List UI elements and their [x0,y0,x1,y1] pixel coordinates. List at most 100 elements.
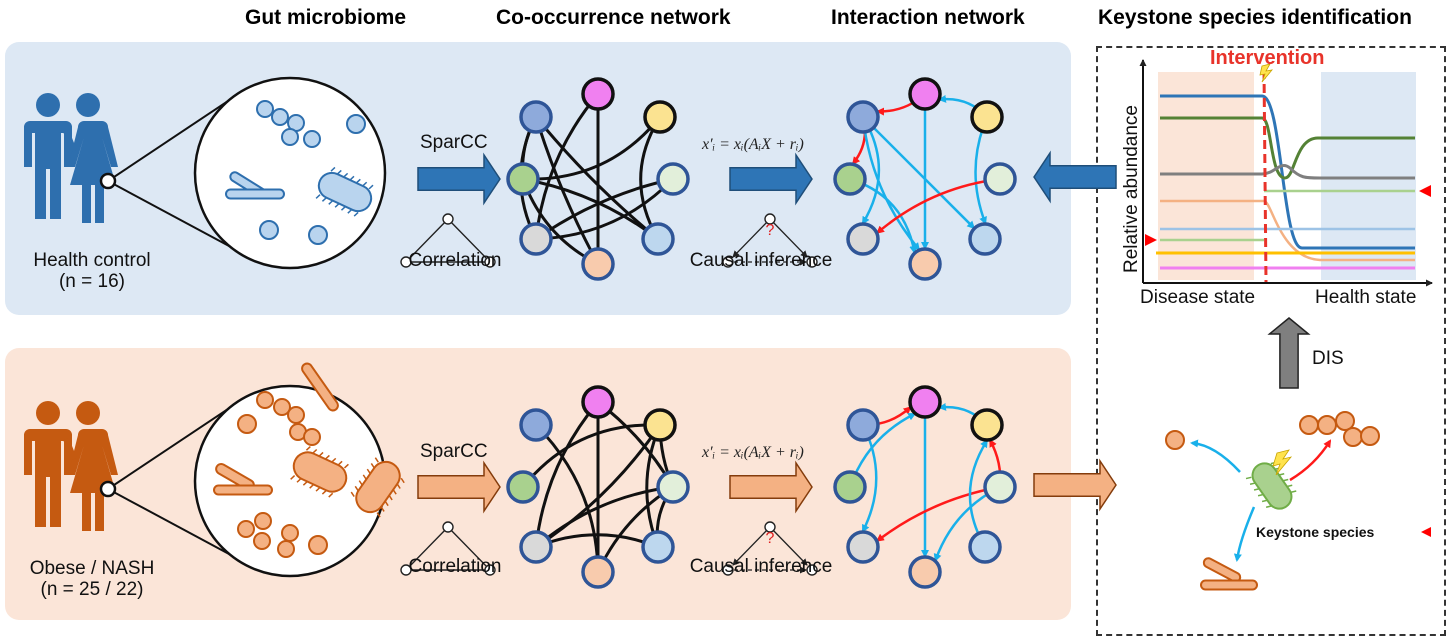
correlation-edge [534,116,659,241]
group-label-healthy: Health control (n = 16) [12,250,172,292]
keystone-bacteria [1165,411,1431,591]
rod-bacteria-icon [225,188,285,200]
rod-bacteria-icon [213,484,273,496]
species-node [983,470,1017,504]
holding-hands [63,437,77,461]
coccus-icon [1299,415,1319,435]
coccus-icon [1343,427,1363,447]
pilus [376,512,381,518]
group-name: Health control [33,250,151,271]
bacteria-body [292,451,348,493]
y-axis-label: Relative abundance [1121,105,1142,273]
pilus [374,457,379,463]
people-icon [24,401,118,531]
bacteria-body [317,171,373,213]
species-node [833,470,867,504]
arrow-up-icon [1267,317,1311,389]
species-node [519,530,553,564]
species-node [908,247,942,281]
marker-triangle-icon [1419,185,1431,197]
species-abundance-line [1160,116,1415,180]
pilus [350,491,355,497]
coccus-icon [1317,415,1337,435]
coccus-icon [237,520,255,538]
correlation-edge [535,177,675,241]
coccus-icon [253,532,271,550]
triangle-node [400,564,412,576]
rod-bacteria-icon [301,362,339,412]
arrow-right-icon [729,460,813,514]
group-sample-size: (n = 16) [58,271,125,292]
zoom-line [107,488,232,556]
correlation-edge [521,423,661,488]
x-label-disease-state: Disease state [1140,287,1256,308]
sparcc-label-disease: SparCC [420,441,488,462]
arrow-left-icon [1033,150,1117,204]
correlation-label-disease: Correlation [408,556,502,577]
keystone-graphics [1033,59,1433,591]
triangle-node [722,256,734,268]
group-sample-size: (n = 25 / 22) [40,579,144,600]
species-node [519,100,553,134]
person-body [24,121,72,219]
species-node [643,408,677,442]
correlation-edge [534,93,600,240]
triangle-node [442,213,454,225]
person-body [68,429,118,531]
species-node [970,100,1004,134]
species-node [506,470,540,504]
person-head [36,93,60,117]
x-label-health-state: Health state [1315,287,1417,308]
species-node [643,100,677,134]
magnifier-lens [193,76,387,270]
intervention-line [1262,69,1268,283]
health-region [1321,72,1416,280]
flagellated-bacteria-icon [315,166,374,217]
keystone-panel-box [1096,46,1446,636]
interaction-network-graph [833,77,1017,281]
question-mark-disease: ? [765,530,775,547]
dis-label: DIS [1312,348,1344,369]
species-node [846,100,880,134]
correlation-edge [535,424,662,549]
pilus [1290,490,1297,493]
species-abundance-line [1160,94,1415,250]
species-node [581,77,615,111]
causal-edge [732,526,771,566]
arrow-right-icon [417,460,501,514]
zoom-line [107,98,232,182]
cooccurrence-network-graph [506,77,690,281]
sparcc-label-healthy: SparCC [420,132,488,153]
positive-interaction-edge [1190,439,1241,473]
triangle-node [806,256,818,268]
flagellated-bacteria-icon [350,457,405,518]
coccus-icon [287,406,305,424]
species-node [908,385,942,419]
marker-triangle-icon [1421,527,1431,537]
pilus [343,463,349,469]
equation-disease: x′ᵢ = xᵢ(AᵢX + rᵢ) [702,444,804,461]
species-node [846,530,880,564]
pilus [305,445,311,451]
lightning-icon [1272,449,1293,476]
coccus-icon [1335,411,1355,431]
correlation-edges [404,217,492,263]
person-head [36,401,60,425]
triangle-graph-icon [722,213,818,268]
coccus-icon [308,225,328,245]
header-interaction-network: Interaction network [831,6,1025,29]
lightning-icon [1259,63,1273,83]
header-gut-microbiome: Gut microbiome [245,6,407,29]
species-node [519,408,553,442]
pilus [1265,505,1272,508]
species-node [983,162,1017,196]
cooccurrence-network-graph [506,385,690,589]
triangle-node [764,213,776,225]
arrow-right-icon [729,152,813,206]
species-node [846,408,880,442]
species-node [968,530,1002,564]
person-body [24,429,72,527]
pilus [330,166,336,172]
healthy-row-graphics [24,76,1017,281]
causal-label-disease: Causal inference [689,556,833,577]
